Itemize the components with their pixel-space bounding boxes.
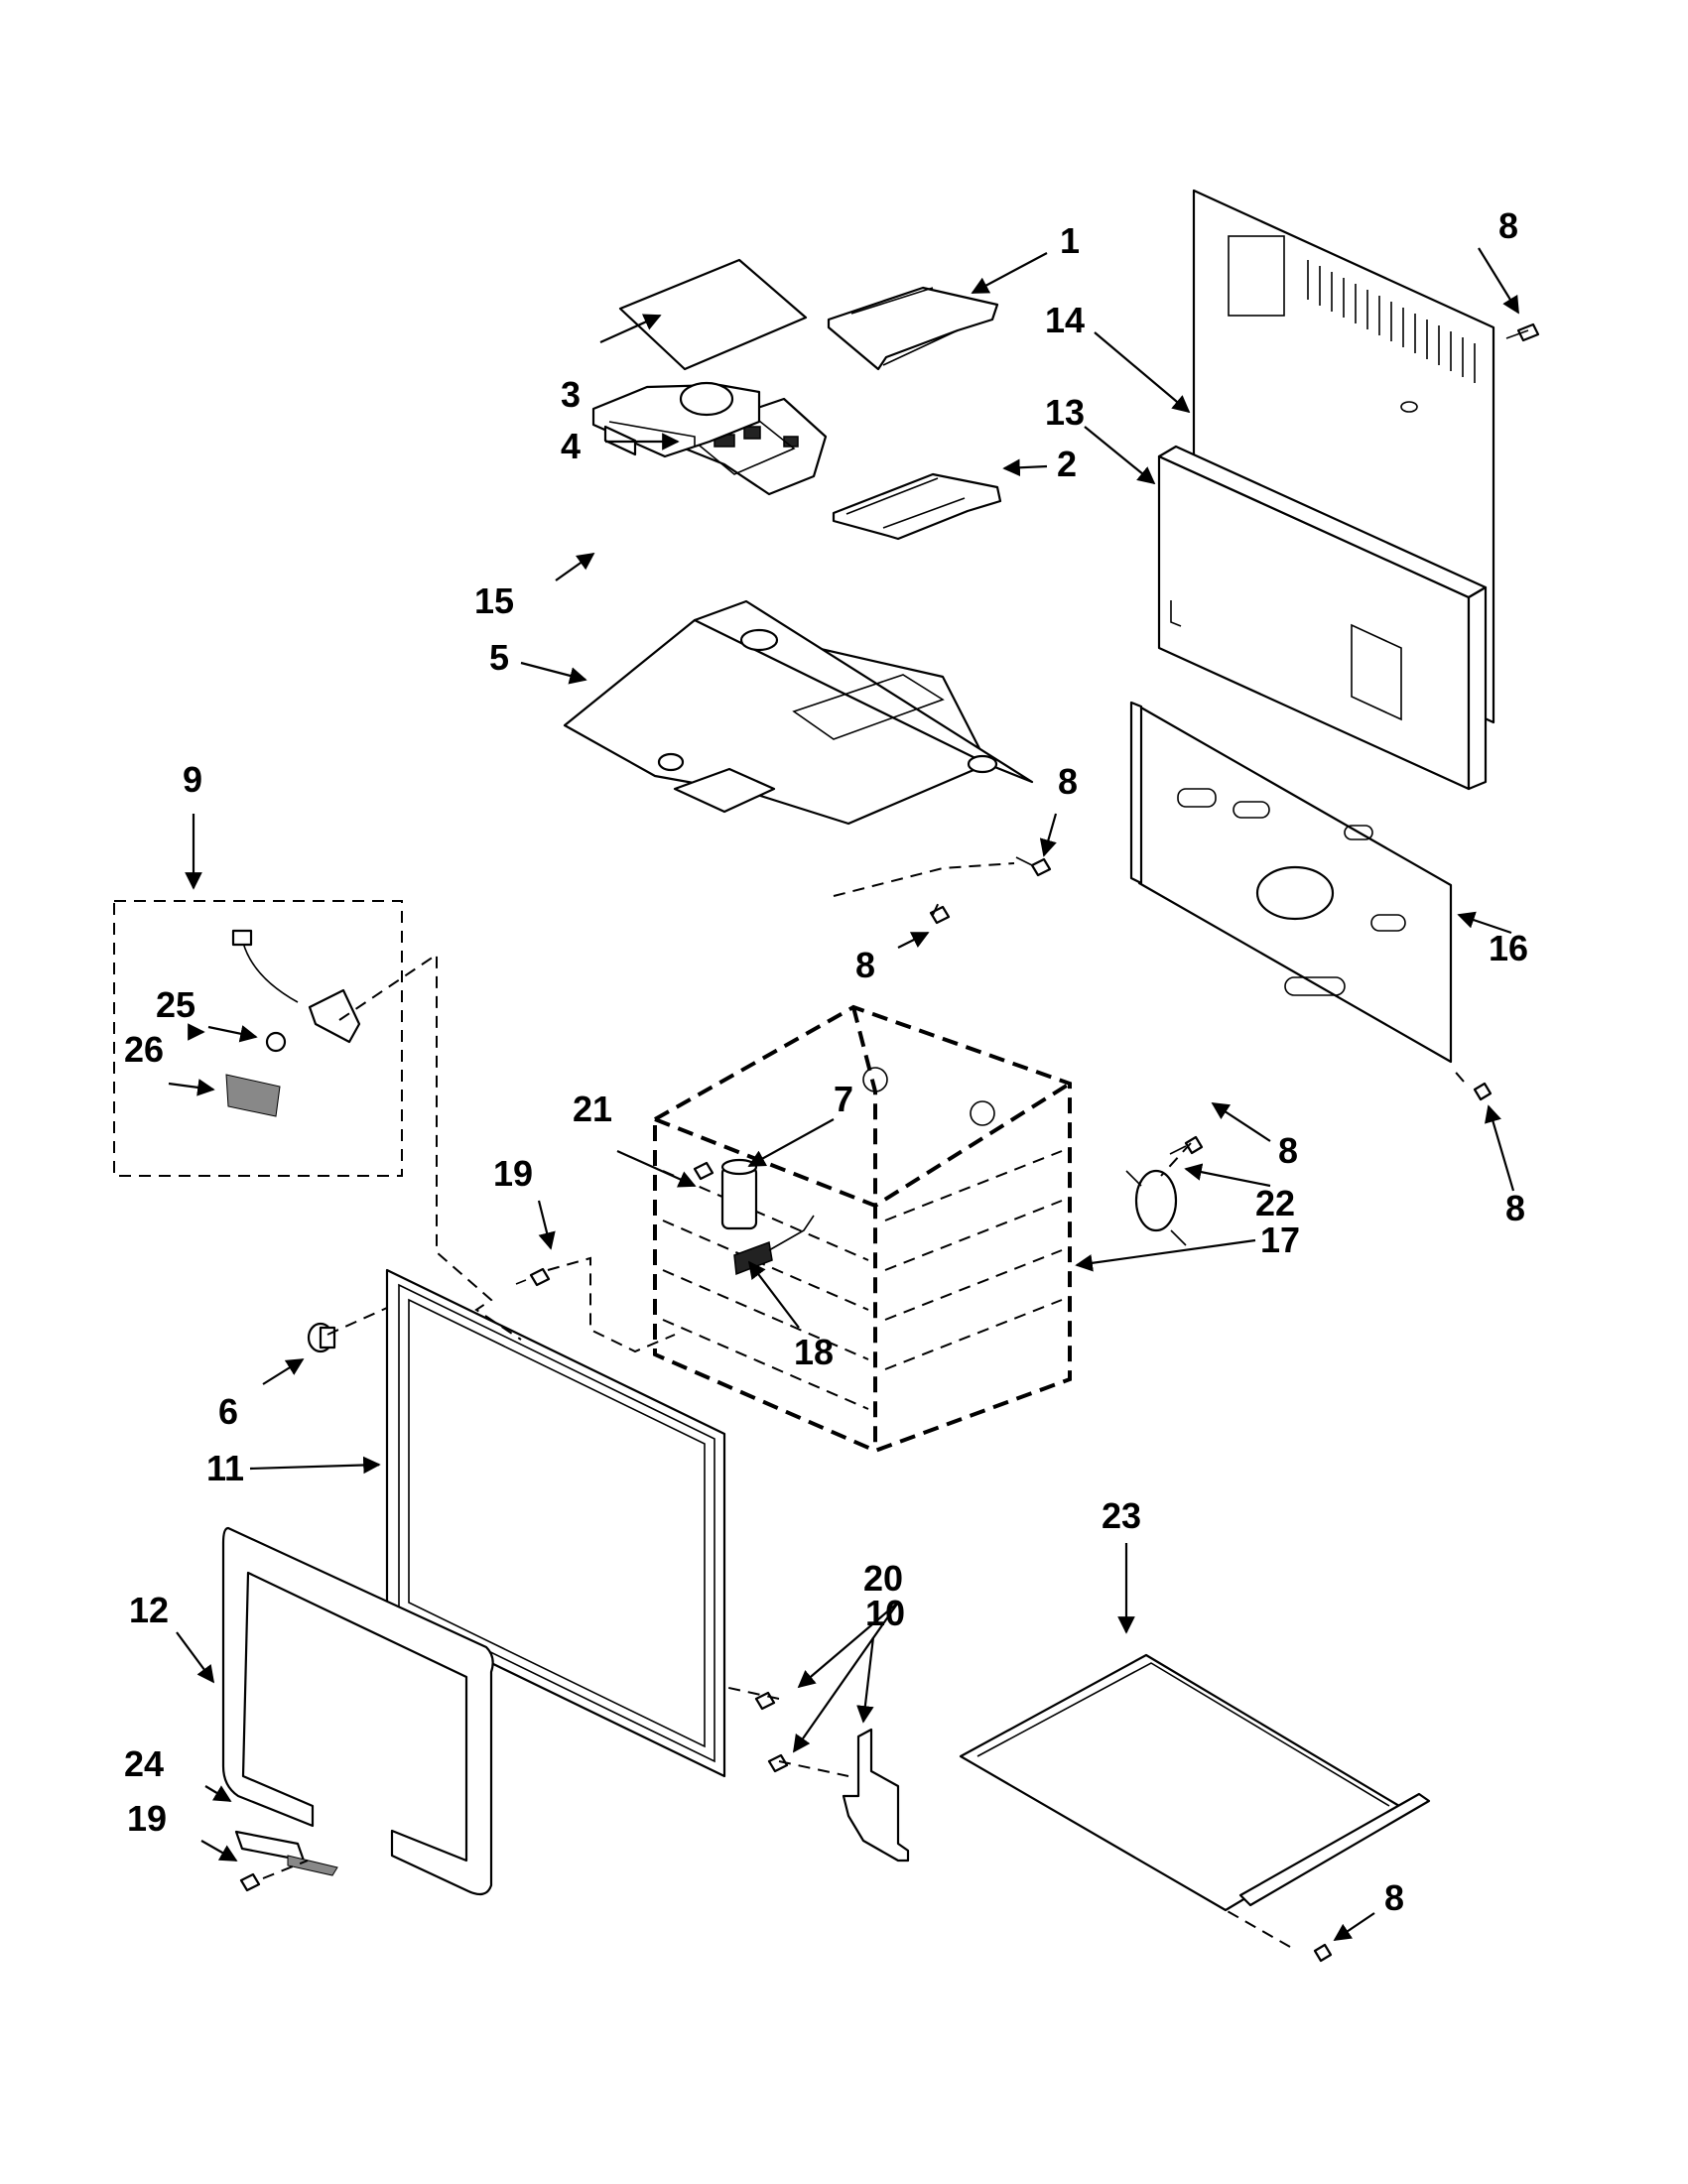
part-7-sensor: [720, 1158, 758, 1230]
assembly-lines: [262, 862, 1465, 1948]
callout-14: 14: [1045, 300, 1085, 340]
callout-12: 12: [129, 1590, 169, 1630]
callout-21: 21: [573, 1089, 612, 1129]
screw-20-lower: [767, 1753, 789, 1773]
callout-10: 10: [865, 1593, 905, 1633]
callout-5: 5: [489, 637, 509, 678]
callout-7: 7: [834, 1079, 853, 1119]
callout-8-top-panel-lower: 8: [855, 945, 875, 985]
callout-3: 3: [561, 374, 581, 415]
callout-6: 6: [218, 1391, 238, 1432]
callout-9: 9: [183, 759, 202, 800]
callout-20: 20: [863, 1558, 903, 1599]
part-16-rear-wall: [1129, 701, 1453, 1064]
screw-8-rack: [1313, 1943, 1333, 1963]
screw-8-right-wall: [1473, 1082, 1493, 1101]
screw-8-top-panel-right: [1015, 856, 1052, 877]
part-3-cover-plate: [618, 258, 808, 371]
callout-8-bracket: 8: [1278, 1130, 1298, 1171]
callout-8-top-panel-right: 8: [1058, 761, 1078, 802]
callout-17: 17: [1260, 1220, 1300, 1260]
screw-19-upper: [515, 1267, 551, 1287]
part-1-duct-cover: [827, 286, 999, 371]
part-23-oven-rack: [959, 1653, 1431, 1912]
part-25-light-socket: [231, 929, 361, 1053]
callout-25: 25: [156, 984, 195, 1025]
part-9-light-kit-box: [113, 900, 403, 1177]
part-18-terminal: [733, 1215, 815, 1276]
part-26-lens: [225, 1074, 281, 1117]
part-11-front-frame: [385, 1268, 726, 1778]
callout-16: 16: [1489, 928, 1528, 968]
callout-24: 24: [124, 1743, 164, 1784]
callout-19-upper: 19: [493, 1153, 533, 1194]
callout-18: 18: [794, 1332, 834, 1372]
part-24-bracket: [234, 1830, 338, 1876]
vent-slots: [1307, 260, 1476, 383]
callout-19-lower: 19: [127, 1798, 167, 1839]
leader-arrows: [168, 247, 1519, 1941]
callout-8-rack: 8: [1384, 1877, 1404, 1918]
part-10-hinge-bracket: [842, 1728, 910, 1863]
callout-13: 13: [1045, 392, 1085, 433]
screw-8-top-right: [1505, 322, 1540, 342]
part-17-oven-cavity: [653, 1004, 1072, 1454]
callout-23: 23: [1102, 1495, 1141, 1536]
part-12-door-gasket: [221, 1526, 494, 1896]
part-15-latch-assembly: [591, 381, 761, 458]
callout-22: 22: [1255, 1183, 1295, 1223]
part-22-bracket: [1125, 1169, 1187, 1246]
part-13-rear-cover: [1157, 445, 1488, 791]
part-5-top-panel: [563, 599, 1034, 826]
callout-1: 1: [1060, 220, 1080, 261]
screw-8-bracket: [1169, 1135, 1204, 1155]
callout-8-right-wall: 8: [1505, 1188, 1525, 1228]
callout-8-top-right: 8: [1498, 205, 1518, 246]
screw-19-lower: [239, 1872, 261, 1892]
callout-4: 4: [561, 426, 581, 466]
callout-2: 2: [1057, 444, 1077, 484]
callout-11: 11: [206, 1448, 244, 1488]
callout-labels: 1 2 3 4 5 6 7 8 8 8 8 8 8 9 10 11 12 13 …: [124, 205, 1528, 1918]
callout-26: 26: [124, 1029, 164, 1070]
part-2-tray: [832, 472, 1002, 541]
callout-15: 15: [474, 580, 514, 621]
part-6-bumper: [307, 1322, 336, 1353]
screw-21: [693, 1161, 714, 1181]
